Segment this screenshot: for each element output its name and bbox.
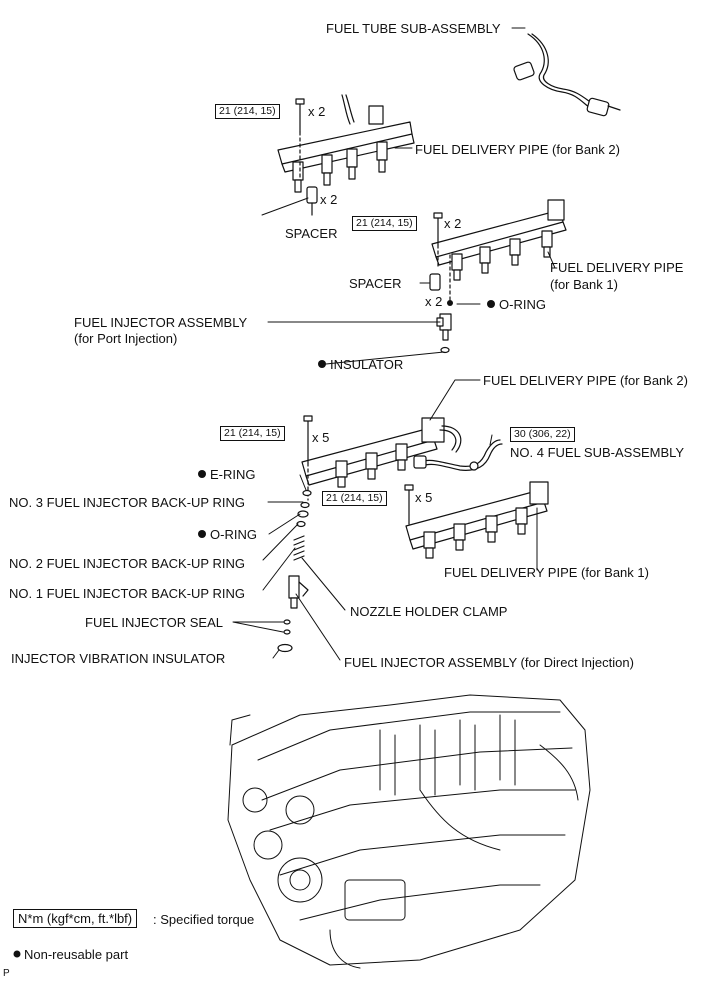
label-e-ring: E-RING [198,467,256,482]
torque-box-4: 30 (306, 22) [510,427,575,442]
port-injector-drawing [436,313,452,354]
legend-torque-key: N*m (kgf*cm, ft.*lbf) [13,909,138,928]
label-insulator: INSULATOR [318,357,403,372]
torque-box-2: 21 (214, 15) [352,216,417,231]
label-fdp-bank1-top-line1: FUEL DELIVERY PIPE [550,260,684,275]
label-fdp-bank2-top: FUEL DELIVERY PIPE (for Bank 2) [415,142,620,157]
qty-bolt-low: x 5 [312,430,330,445]
label-nozzle-holder-clamp: NOZZLE HOLDER CLAMP [350,604,508,619]
non-reusable-marker [198,470,206,478]
fuel-delivery-pipe-bank1-top-drawing [429,199,567,306]
non-reusable-marker [318,360,326,368]
torque-box-1: 21 (214, 15) [215,104,280,119]
label-spacer-top: SPACER [285,226,338,241]
label-no4-fuel-sub-assembly: NO. 4 FUEL SUB-ASSEMBLY [510,445,685,460]
non-reusable-marker [198,530,206,538]
label-fuel-tube-sub-assembly: FUEL TUBE SUB-ASSEMBLY [326,21,501,36]
torque-box-3: 21 (214, 15) [220,426,285,441]
qty-spacer-top: x 2 [320,192,338,207]
torque-box-5: 21 (214, 15) [322,491,387,506]
label-o-ring-top: O-RING [487,297,546,312]
fuel-delivery-pipe-bank2-top-drawing [277,94,415,216]
label-no3-back-up-ring: NO. 3 FUEL INJECTOR BACK-UP RING [9,495,245,510]
label-fia-port-line2: (for Port Injection) [74,331,178,346]
label-injector-vibration-insulator: INJECTOR VIBRATION INSULATOR [11,651,226,666]
legend-torque-desc: : Specified torque [153,912,255,927]
label-o-ring-low: O-RING [198,527,257,542]
label-no1-back-up-ring: NO. 1 FUEL INJECTOR BACK-UP RING [9,586,245,601]
direct-injector-stack-drawing [277,489,312,653]
label-no2-back-up-ring: NO. 2 FUEL INJECTOR BACK-UP RING [9,556,245,571]
qty-bolt-top: x 2 [308,104,326,119]
label-fdp-bank1-top-line2: (for Bank 1) [550,277,618,292]
insulator-text: INSULATOR [330,357,404,372]
legend-dot [13,950,21,958]
fuel-delivery-pipe-bank1-low-drawing [404,481,549,559]
o-ring-low-text: O-RING [210,527,257,542]
label-fuel-injector-seal: FUEL INJECTOR SEAL [85,615,223,630]
non-reusable-marker [487,300,495,308]
engine-block-drawing [227,694,591,969]
label-fdp-bank1-low: FUEL DELIVERY PIPE (for Bank 1) [444,565,649,580]
footer-code: P [3,968,10,979]
qty-bolt-mid: x 2 [444,216,462,231]
label-fdp-bank2-low: FUEL DELIVERY PIPE (for Bank 2) [483,373,688,388]
label-spacer-mid: SPACER [349,276,402,291]
fuel-tube-drawing [513,33,621,117]
no4-fuel-sub-assembly-drawing [413,439,503,471]
label-fia-direct: FUEL INJECTOR ASSEMBLY (for Direct Injec… [344,655,634,670]
o-ring-top-text: O-RING [499,297,546,312]
qty-bolt-low-bank1: x 5 [415,490,433,505]
leader-lines [232,27,556,661]
legend-non-reusable: Non-reusable part [24,947,129,962]
e-ring-text: E-RING [210,467,256,482]
qty-spacer-mid: x 2 [425,294,443,309]
fuel-delivery-pipe-bank2-low-drawing [301,415,462,501]
label-fia-port-line1: FUEL INJECTOR ASSEMBLY [74,315,248,330]
